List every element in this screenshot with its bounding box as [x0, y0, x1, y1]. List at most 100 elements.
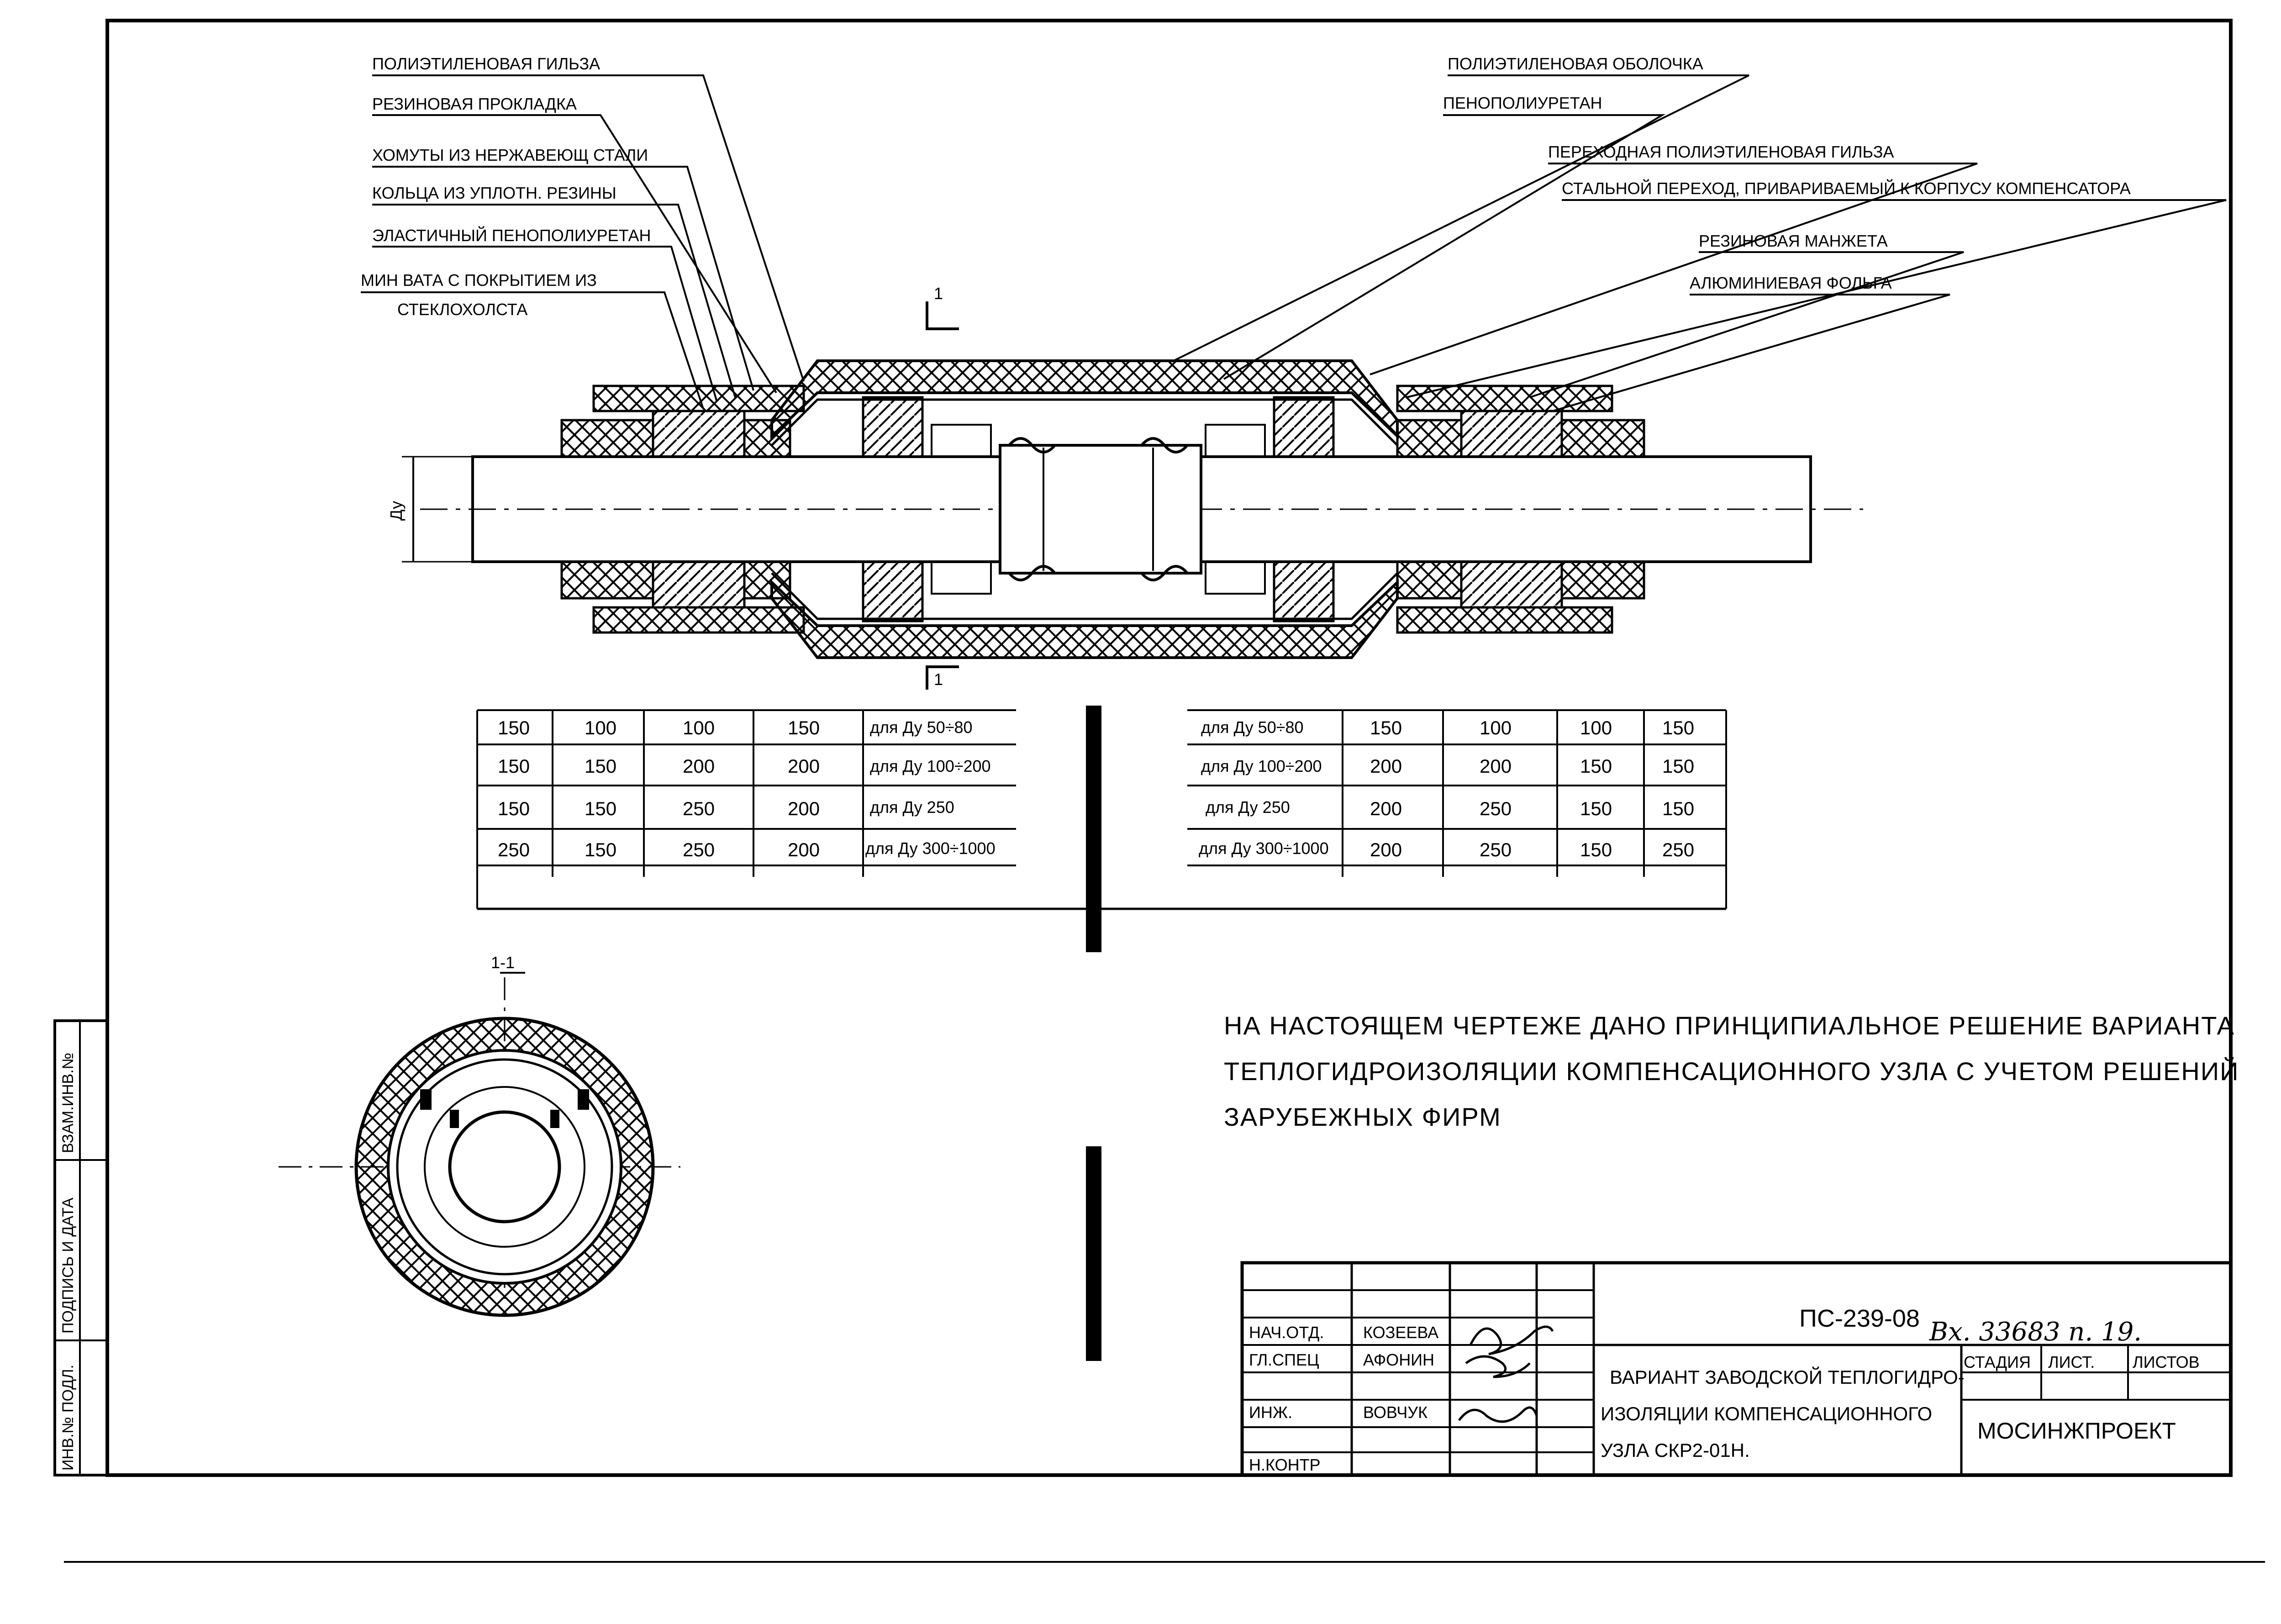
- tr-r3c4: 150: [1580, 798, 1612, 819]
- tr-r1c5: 150: [1662, 717, 1694, 738]
- break-bar-top: [1086, 706, 1101, 952]
- section-1-1-title: 1-1: [491, 953, 515, 972]
- role-6: Н.КОНТР: [1249, 1455, 1321, 1474]
- role-2: ГЛ.СПЕЦ: [1249, 1350, 1319, 1369]
- tr-r4c4: 150: [1580, 839, 1612, 860]
- right-upper-clamp: [1396, 385, 1613, 412]
- left-callouts: ПОЛИЭТИЛЕНОВАЯ ГИЛЬЗА РЕЗИНОВАЯ ПРОКЛАДК…: [361, 54, 805, 409]
- name-4: ВОВЧУК: [1363, 1403, 1428, 1422]
- tl-r3c3: 250: [683, 798, 715, 819]
- tl-r2c4: 200: [788, 755, 820, 777]
- tr-r4c5: 250: [1662, 839, 1694, 860]
- section-mark-top: 1: [934, 284, 943, 303]
- tl-r4c4: 200: [788, 839, 820, 860]
- label-elastic-ppu: ЭЛАСТИЧНЫЙ ПЕНОПОЛИУРЕТАН: [372, 226, 651, 245]
- tr-r4c2: 200: [1370, 839, 1402, 860]
- tl-r4c5: для Ду 300÷1000: [865, 839, 996, 858]
- cross-section-1-1: 1-1: [279, 953, 680, 1317]
- tr-r3c2: 200: [1370, 798, 1402, 819]
- label-rubber-rings: КОЛЬЦА ИЗ УПЛОТН. РЕЗИНЫ: [372, 184, 616, 202]
- left-upper-clamp: [592, 385, 805, 412]
- note-block: НА НАСТОЯЩЕМ ЧЕРТЕЖЕ ДАНО ПРИНЦИПИАЛЬНОЕ…: [1224, 1011, 2239, 1131]
- dim-du: Ду: [387, 501, 406, 521]
- tr-r2c4: 150: [1580, 755, 1612, 777]
- bellows: [999, 437, 1202, 581]
- tl-r1c4: 150: [788, 717, 820, 738]
- tl-r4c1: 250: [498, 839, 530, 860]
- table-right: для Ду 50÷80 150 100 100 150 для Ду 100÷…: [1087, 709, 1727, 910]
- label-steel-transition: СТАЛЬНОЙ ПЕРЕХОД, ПРИВАРИВАЕМЫЙ К КОРПУС…: [1562, 179, 2131, 198]
- section-mark-bottom: 1: [934, 670, 943, 689]
- tl-r4c3: 250: [683, 839, 715, 860]
- header-sheet: ЛИСТ.: [2048, 1353, 2095, 1371]
- tr-r1c4: 100: [1580, 717, 1612, 738]
- right-lower-clamp: [1396, 606, 1613, 634]
- title-block: ПС-239-08 Вх. 33683 п. 19. НАЧ.ОТД. ГЛ.С…: [1240, 1261, 2233, 1477]
- title-line-2: ИЗОЛЯЦИИ КОМПЕНСАЦИОННОГО: [1601, 1403, 1932, 1424]
- tl-r1c5: для Ду 50÷80: [870, 718, 973, 737]
- pipe-section: [448, 1110, 561, 1223]
- tl-r2c1: 150: [498, 755, 530, 777]
- tr-r4c3: 250: [1480, 839, 1512, 860]
- label-pe-casing: ПОЛИЭТИЛЕНОВАЯ ОБОЛОЧКА: [1448, 54, 1703, 73]
- sheet-outer-frame: [105, 19, 2233, 1477]
- tl-r1c2: 100: [585, 717, 616, 738]
- tr-r4c1: для Ду 300÷1000: [1199, 839, 1329, 858]
- label-al-foil: АЛЮМИНИЕВАЯ ФОЛЬГА: [1690, 274, 1892, 292]
- tr-r2c2: 200: [1370, 755, 1402, 777]
- tr-r2c3: 200: [1480, 755, 1512, 777]
- signature-1: [1469, 1325, 1554, 1355]
- header-stage: СТАДИЯ: [1964, 1353, 2031, 1371]
- tl-r2c2: 150: [585, 755, 616, 777]
- label-clamps: ХОМУТЫ ИЗ НЕРЖАВЕЮЩ СТАЛИ: [372, 146, 648, 164]
- left-lower-clamp: [592, 606, 805, 634]
- org-name: МОСИНЖПРОЕКТ: [1977, 1418, 2176, 1444]
- name-2: АФОНИН: [1363, 1350, 1434, 1369]
- tl-r3c4: 200: [788, 798, 820, 819]
- label-mineral-wool: МИН ВАТА С ПОКРЫТИЕМ ИЗ: [361, 271, 597, 290]
- role-1: НАЧ.ОТД.: [1249, 1323, 1324, 1342]
- tl-r1c3: 100: [683, 717, 715, 738]
- signature-3: [1458, 1406, 1538, 1423]
- title-line-1: ВАРИАНТ ЗАВОДСКОЙ ТЕПЛОГИДРО-: [1610, 1366, 1965, 1388]
- doc-code: ПС-239-08: [1799, 1305, 1920, 1332]
- tl-r3c5: для Ду 250: [870, 798, 954, 817]
- note-line-1: НА НАСТОЯЩЕМ ЧЕРТЕЖЕ ДАНО ПРИНЦИПИАЛЬНОЕ…: [1224, 1011, 2235, 1040]
- break-bar-bottom: [1086, 1146, 1101, 1361]
- right-callouts: ПОЛИЭТИЛЕНОВАЯ ОБОЛОЧКА ПЕНОПОЛИУРЕТАН П…: [1173, 54, 2227, 412]
- side-stamp: ИНВ.№ ПОДЛ. ПОДПИСЬ И ДАТА ВЗАМ.ИНВ.№: [53, 1019, 109, 1476]
- tl-r2c3: 200: [683, 755, 715, 777]
- tr-r1c3: 100: [1480, 717, 1512, 738]
- table-left: 150 100 100 150 для Ду 50÷80 150 150 200…: [476, 709, 1096, 910]
- tl-r3c2: 150: [585, 798, 616, 819]
- note-line-3: ЗАРУБЕЖНЫХ ФИРМ: [1224, 1102, 1501, 1131]
- tl-r3c1: 150: [498, 798, 530, 819]
- side-stamp-inv-no: ИНВ.№ ПОДЛ.: [59, 1365, 77, 1471]
- header-sheets: ЛИСТОВ: [2133, 1353, 2200, 1371]
- tl-r4c2: 150: [585, 839, 616, 860]
- tr-r3c1: для Ду 250: [1206, 798, 1290, 817]
- name-1: КОЗЕЕВА: [1363, 1323, 1438, 1342]
- tr-r1c1: для Ду 50÷80: [1201, 718, 1304, 737]
- handwritten-ref: Вх. 33683 п. 19.: [1929, 1317, 2142, 1347]
- label-rubber-gasket: РЕЗИНОВАЯ ПРОКЛАДКА: [372, 95, 577, 113]
- side-stamp-sign-date: ПОДПИСЬ И ДАТА: [59, 1197, 77, 1334]
- signature-2: [1465, 1355, 1531, 1378]
- tr-r1c2: 150: [1370, 717, 1402, 738]
- tr-r2c5: 150: [1662, 755, 1694, 777]
- title-line-3: УЗЛА СКР2-01Н.: [1601, 1439, 1750, 1461]
- tr-r2c1: для Ду 100÷200: [1201, 757, 1322, 775]
- note-line-2: ТЕПЛОГИДРОИЗОЛЯЦИИ КОМПЕНСАЦИОННОГО УЗЛА…: [1224, 1057, 2239, 1086]
- label-ppu: ПЕНОПОЛИУРЕТАН: [1443, 94, 1602, 112]
- compensator-longitudinal-section: Ду: [387, 284, 1863, 690]
- tl-r2c5: для Ду 100÷200: [870, 757, 991, 775]
- label-rubber-cuff: РЕЗИНОВАЯ МАНЖЕТА: [1699, 232, 1888, 250]
- tr-r3c5: 150: [1662, 798, 1694, 819]
- tr-r3c3: 250: [1480, 798, 1512, 819]
- label-fiberglass: СТЕКЛОХОЛСТА: [397, 300, 527, 319]
- tl-r1c1: 150: [498, 717, 530, 738]
- side-stamp-replace-inv: ВЗАМ.ИНВ.№: [59, 1053, 77, 1153]
- role-4: ИНЖ.: [1249, 1403, 1292, 1422]
- label-pe-sleeve: ПОЛИЭТИЛЕНОВАЯ ГИЛЬЗА: [372, 54, 600, 73]
